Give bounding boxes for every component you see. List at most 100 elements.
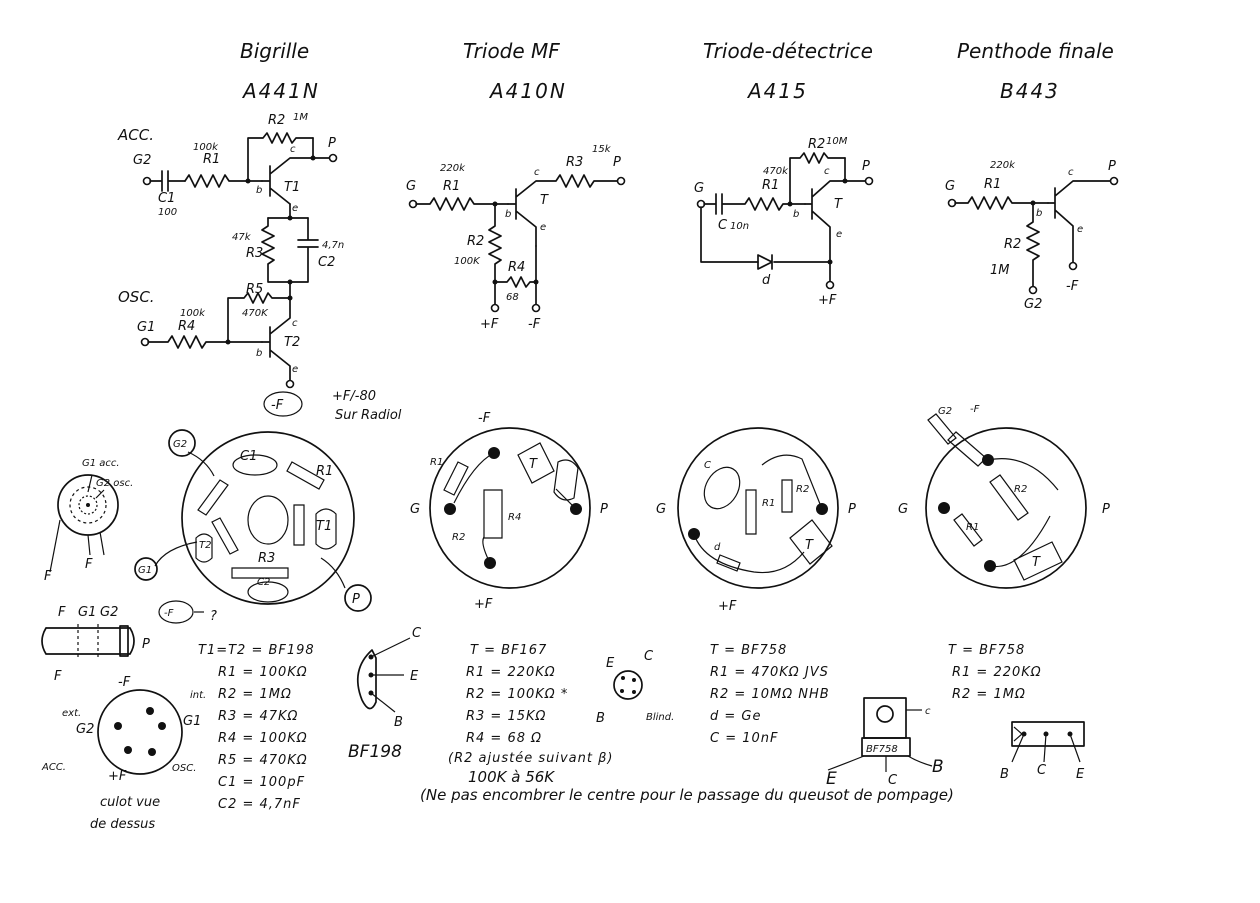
r2-resistor bbox=[488, 203, 502, 305]
bf167-body bbox=[613, 670, 643, 700]
bf758-label: BF758 bbox=[866, 744, 898, 755]
bf758-flat-e-label: E bbox=[1076, 767, 1085, 782]
diode bbox=[757, 254, 773, 270]
base-g1-label: G1 bbox=[183, 714, 201, 729]
left-pin-label: G bbox=[898, 502, 908, 517]
spec-line: T = BF167 bbox=[470, 643, 547, 658]
d-label: d bbox=[762, 273, 771, 288]
ext-label: ext. bbox=[62, 708, 81, 719]
t-transistor bbox=[804, 180, 846, 263]
r1-resistor bbox=[184, 174, 263, 188]
spec-line: C1 = 100pF bbox=[218, 775, 305, 790]
spec-line: C = 10nF bbox=[710, 731, 779, 746]
spec-line: R2 = 10MΩ NHB bbox=[710, 687, 830, 702]
triode-det-schematic: G C 10n 470k R1 R2 10M P T b c e d +F bbox=[694, 136, 874, 308]
t1-part-label: T1 bbox=[316, 519, 332, 534]
t1-c: c bbox=[290, 144, 296, 155]
plus-f-label: +F bbox=[480, 317, 499, 332]
stage-title-bigrille: Bigrille bbox=[240, 39, 309, 63]
base-pin-view bbox=[97, 689, 183, 775]
r1-resistor bbox=[415, 197, 509, 211]
note-line2: Sur Radiol bbox=[335, 408, 402, 423]
plus-f-label: +F bbox=[818, 293, 837, 308]
bf758-b-label: B bbox=[932, 757, 944, 777]
p-label: P bbox=[862, 159, 870, 174]
minus-f-circle bbox=[263, 391, 303, 417]
side-f-label: F bbox=[58, 605, 66, 620]
stage-model-penthode: B443 bbox=[1000, 79, 1060, 103]
stage-model-triode-mf: A410N bbox=[488, 79, 567, 103]
b-label: b bbox=[1036, 208, 1042, 219]
g2-osc-label: G2 osc. bbox=[96, 478, 133, 489]
minus-f-label: -F bbox=[1066, 279, 1079, 294]
e-label: e bbox=[836, 229, 842, 240]
g2-pin-label: G2 bbox=[173, 439, 187, 450]
right-pin-label: P bbox=[1102, 502, 1110, 517]
bf198-pinout: C E B BF198 bbox=[348, 626, 422, 762]
bottom-pin-label: +F bbox=[718, 599, 737, 614]
e-label: e bbox=[540, 222, 546, 233]
r3-part-label: R3 bbox=[258, 551, 275, 566]
r1-label: R1 bbox=[762, 178, 779, 193]
question-mark: ? bbox=[210, 609, 217, 624]
p-terminal bbox=[1109, 176, 1119, 186]
triode-det-layout: G P +F C R1 R2 T d bbox=[656, 427, 856, 614]
t2-part-label: T2 bbox=[199, 540, 211, 551]
bf758-pinout-flat: B C E bbox=[1000, 721, 1085, 782]
right-pin-label: P bbox=[600, 502, 608, 517]
spec-line: R1 = 220KΩ bbox=[466, 665, 556, 680]
stage-model-triode-det: A415 bbox=[746, 79, 808, 103]
b-label: b bbox=[793, 209, 799, 220]
bigrille-layout: C1 R1 T1 T2 R3 C2 G2 G1 P -F ? bbox=[134, 429, 372, 624]
c2-label: C2 bbox=[318, 255, 335, 270]
base-caption-line1: culot vue bbox=[100, 795, 160, 810]
t-part-label: T bbox=[529, 457, 538, 472]
section-osc-label: OSC. bbox=[118, 288, 155, 306]
r4-value: 100k bbox=[180, 308, 206, 319]
triode-mf-spec-list: T = BF167 R1 = 220KΩ R2 = 100KΩ * R3 = 1… bbox=[448, 643, 613, 786]
t2-c: c bbox=[292, 318, 298, 329]
spec-line: R3 = 47KΩ bbox=[218, 709, 298, 724]
spec-line: R1 = 470KΩ JVS bbox=[710, 665, 829, 680]
left-pin-label: G bbox=[410, 502, 420, 517]
r5-value: 470K bbox=[242, 308, 269, 319]
bigrille-spec-list: T1=T2 = BF198 R1 = 100KΩ R2 = 1MΩ R3 = 4… bbox=[198, 643, 314, 812]
spec-line: R4 = 100KΩ bbox=[218, 731, 308, 746]
base-caption-line2: de dessus bbox=[90, 817, 155, 832]
r3-value: 47k bbox=[232, 232, 252, 243]
bf198-name: BF198 bbox=[348, 742, 402, 762]
bf758-flat-c-label: C bbox=[1037, 763, 1047, 778]
triode-mf-layout: -F +F G P R1 R4 R2 T bbox=[410, 411, 608, 612]
tube-outline bbox=[181, 431, 355, 605]
r3-label: R3 bbox=[246, 246, 263, 261]
tube-base-detail: G1 acc. G2 osc. F F F G1 G2 P F -F ext. … bbox=[41, 458, 206, 832]
t1-label: T1 bbox=[284, 180, 300, 195]
triode-det-spec-list: T = BF758 R1 = 470KΩ JVS R2 = 10MΩ NHB d… bbox=[710, 643, 830, 746]
t-transistor bbox=[507, 174, 619, 247]
bf198-c-label: C bbox=[412, 626, 422, 641]
c2-value: 4,7n bbox=[322, 240, 344, 251]
spec-line: T = BF758 bbox=[710, 643, 787, 658]
bf758-top-c-label: c bbox=[925, 706, 931, 717]
bf758-body bbox=[863, 697, 907, 739]
p-terminal bbox=[864, 176, 874, 186]
d-part-label: d bbox=[714, 542, 721, 553]
r2-part-label: R2 bbox=[796, 484, 809, 495]
spec-note: (R2 ajustée suivant β) bbox=[448, 751, 613, 766]
side-g1-label: G1 bbox=[78, 605, 96, 620]
bf167-shield-label: Blind. bbox=[646, 712, 674, 723]
side-f-bottom-label: F bbox=[54, 669, 62, 684]
p-label: P bbox=[328, 136, 336, 151]
c-label: c bbox=[534, 167, 540, 178]
bf758-e-label: E bbox=[826, 769, 837, 789]
c1-label: C1 bbox=[158, 191, 175, 206]
c2-part-label: C2 bbox=[257, 577, 270, 588]
t2-transistor bbox=[261, 297, 291, 381]
bf198-b-label: B bbox=[394, 715, 403, 730]
spec-line: R2 = 1MΩ bbox=[952, 687, 1026, 702]
b-label: b bbox=[505, 209, 511, 220]
t1-transistor bbox=[261, 157, 314, 205]
r4-value: 68 bbox=[506, 292, 519, 303]
p-pin-label: P bbox=[352, 592, 360, 607]
r1-value: 100k bbox=[193, 142, 219, 153]
